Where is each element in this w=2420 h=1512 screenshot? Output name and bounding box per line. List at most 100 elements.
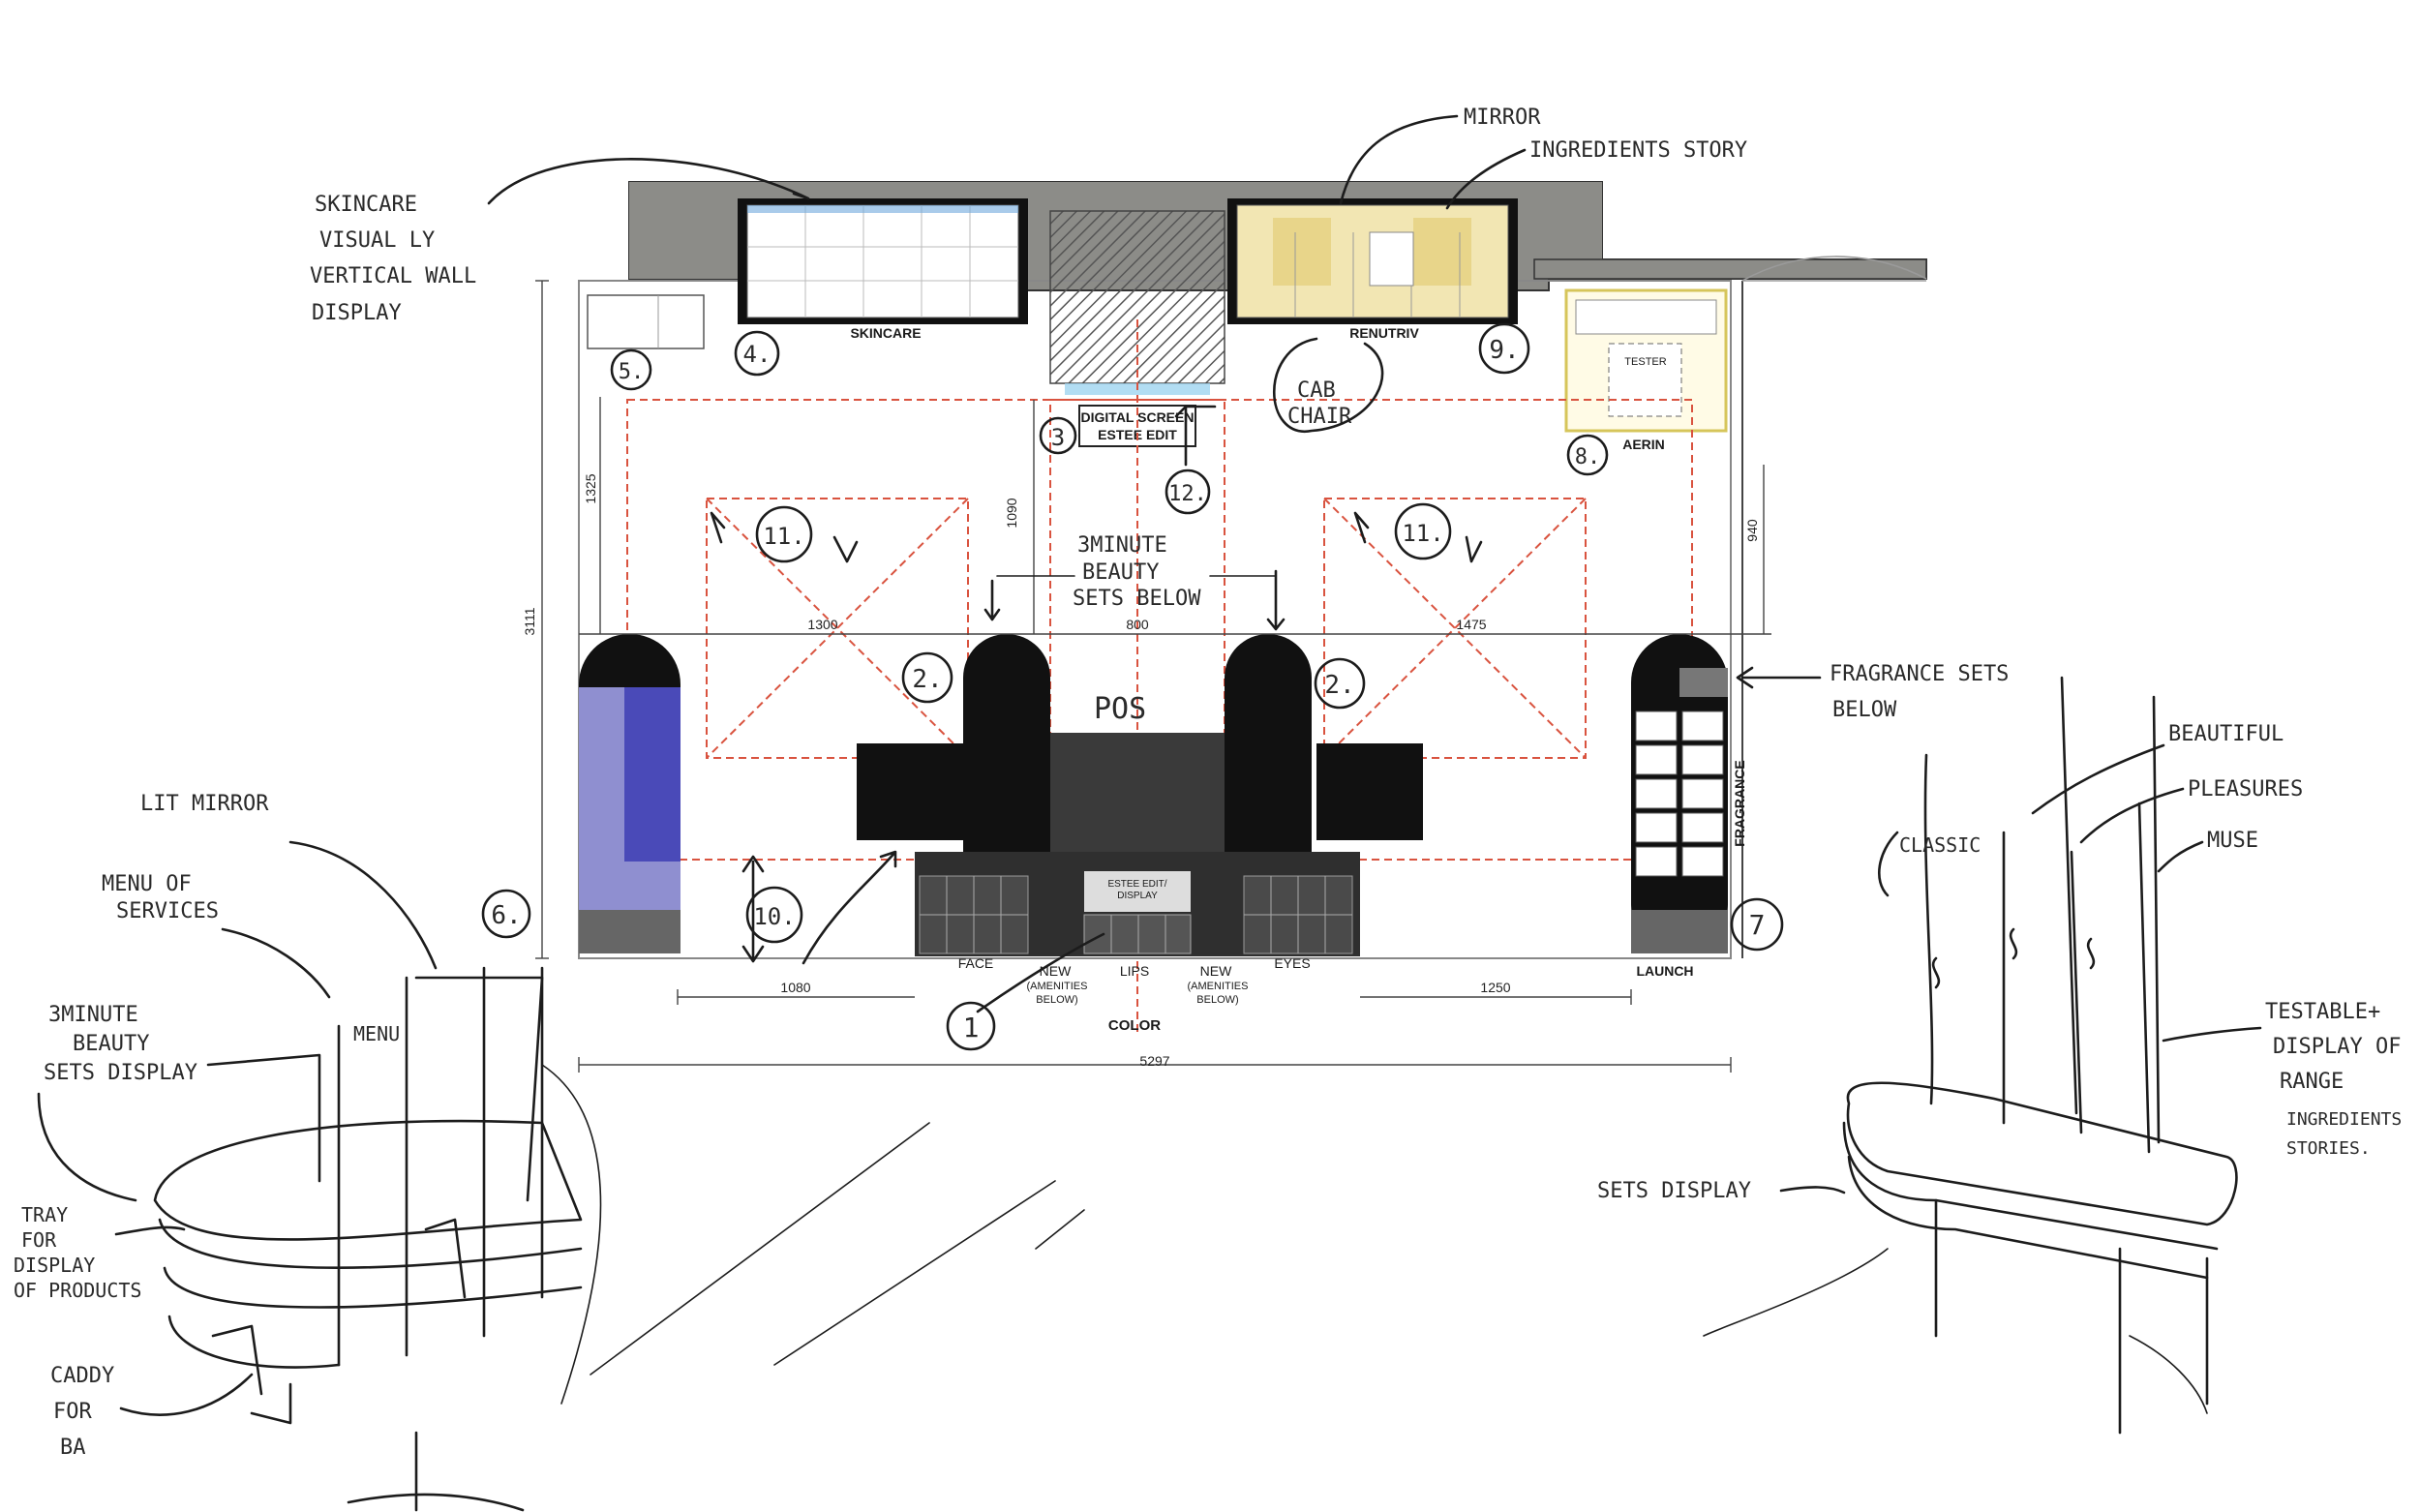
side-unit-left <box>857 743 963 840</box>
note-three-minute-line3: SETS BELOW <box>1073 587 1201 611</box>
callout-11-right: 11. <box>1402 520 1443 547</box>
zone-label-face: FACE <box>958 955 994 971</box>
callout-4: 4. <box>743 341 771 368</box>
callout-7: 7 <box>1749 909 1766 941</box>
callout-9: 9. <box>1489 336 1519 365</box>
note-caddy-for: FOR <box>53 1400 92 1424</box>
dim-1300: 1300 <box>807 617 837 632</box>
amenities-left-2: BELOW) <box>1036 994 1077 1006</box>
note-tray-of-products: OF PRODUCTS <box>14 1279 141 1302</box>
note-three-minute-line1: 3MINUTE <box>1077 533 1167 558</box>
note-beautiful: BEAUTIFUL <box>2168 722 2284 746</box>
dim-1250: 1250 <box>1480 980 1510 995</box>
note-fragrance-sets: FRAGRANCE SETS BELOW <box>1830 662 2009 722</box>
note-caddy: CADDY <box>50 1364 114 1388</box>
dim-800: 800 <box>1126 617 1149 632</box>
sketch-right-unit <box>1703 676 2238 1435</box>
digital-screen-label: DIGITAL SCREEN <box>1081 409 1195 425</box>
note-fragrance-sets-line2: BELOW <box>1832 698 1897 722</box>
display-label: DISPLAY <box>1117 891 1158 901</box>
note-tray-display: DISPLAY <box>14 1254 95 1277</box>
fragrance-column <box>1631 634 1728 953</box>
note-display-of: DISPLAY OF <box>2273 1035 2401 1059</box>
callout-10: 10. <box>753 903 795 930</box>
zone-label-color: COLOR <box>1108 1017 1161 1034</box>
note-3min-display-line2: BEAUTY <box>73 1032 149 1056</box>
callout-6: 6. <box>491 901 521 930</box>
note-skincare-line4: DISPLAY <box>312 301 402 325</box>
note-pos: POS <box>1094 692 1146 726</box>
tester-label: TESTER <box>1624 356 1666 368</box>
callout-5: 5. <box>619 360 645 384</box>
note-3min-display-line1: 3MINUTE <box>48 1003 138 1027</box>
zone-label-skincare: SKINCARE <box>850 325 921 341</box>
sketch-right-notes: CLASSIC BEAUTIFUL PLEASURES MUSE SETS DI… <box>1597 722 2402 1203</box>
dim-940: 940 <box>1744 519 1760 542</box>
zone-label-lips: LIPS <box>1120 963 1149 979</box>
door-swing-arc <box>1741 256 1927 282</box>
zone-label-fragrance: FRAGRANCE <box>1732 760 1747 846</box>
note-services: SERVICES <box>116 899 219 923</box>
dim-1090: 1090 <box>1004 498 1019 528</box>
note-sets-display: SETS DISPLAY <box>1597 1179 1751 1203</box>
amenities-right-2: BELOW) <box>1196 994 1238 1006</box>
sketch-left-unit <box>153 966 1085 1512</box>
aerin-tester-unit <box>1564 288 1728 433</box>
callout-2-left: 2. <box>912 665 942 694</box>
note-tray-for: FOR <box>21 1228 57 1252</box>
note-three-minute-line2: BEAUTY <box>1082 560 1159 585</box>
dim-5297: 5297 <box>1139 1053 1169 1069</box>
note-ingredients-story: INGREDIENTS STORY <box>1529 138 1747 163</box>
note-cab: CAB <box>1297 378 1336 403</box>
note-muse: MUSE <box>2207 829 2258 853</box>
dimension-lines <box>535 280 1771 1073</box>
note-skincare-line3: VERTICAL WALL <box>310 264 476 288</box>
skincare-wall-unit <box>738 198 1028 324</box>
zone-bay-right <box>1323 498 1587 759</box>
zone-label-new-left: NEW <box>1040 963 1072 979</box>
note-pleasures: PLEASURES <box>2188 777 2303 801</box>
note-cab-chair: CAB CHAIR <box>1273 337 1384 433</box>
callout-1: 1 <box>963 1012 980 1043</box>
renutriv-wall-unit <box>1227 198 1518 324</box>
zone-bay-left <box>706 498 969 759</box>
note-range: RANGE <box>2280 1070 2344 1094</box>
note-ingredients: INGREDIENTS <box>2286 1109 2402 1130</box>
column-cabinet-left <box>963 634 1050 852</box>
note-fragrance-sets-line1: FRAGRANCE SETS <box>1830 662 2009 686</box>
note-skincare-line2: VISUAL LY <box>319 228 435 253</box>
note-menu-sign: MENU <box>353 1022 400 1045</box>
dim-1325: 1325 <box>583 473 598 503</box>
note-mirror-text: MIRROR <box>1464 106 1541 130</box>
estee-edit-display-label: ESTEE EDIT/ <box>1107 879 1166 890</box>
zone-label-eyes: EYES <box>1274 955 1310 971</box>
note-skincare-line1: SKINCARE <box>315 193 417 217</box>
dim-3111: 3111 <box>522 607 537 635</box>
note-3min-display-line3: SETS DISPLAY <box>44 1061 197 1085</box>
display-unit-5 <box>587 294 705 349</box>
side-unit-right <box>1316 743 1423 840</box>
pos-counter <box>1050 733 1225 852</box>
callout-3: 3 <box>1051 424 1065 451</box>
note-lit-mirror: LIT MIRROR <box>140 792 269 816</box>
note-mirror: MIRROR INGREDIENTS STORY <box>1339 106 1747 210</box>
callout-2-right: 2. <box>1324 671 1354 700</box>
amenities-right-1: (AMENITIES <box>1188 981 1249 992</box>
note-caddy-ba: BA <box>60 1436 86 1460</box>
zone-label-aerin: AERIN <box>1622 437 1665 452</box>
note-three-minute: 3MINUTE BEAUTY SETS BELOW <box>1073 533 1201 611</box>
callout-11-left: 11. <box>763 523 804 550</box>
sketch-left-notes: LIT MIRROR MENU OF SERVICES MENU 3MINUTE… <box>14 792 438 1460</box>
note-menu-of: MENU OF <box>102 872 192 896</box>
note-tray: TRAY <box>21 1203 68 1226</box>
note-testable: TESTABLE+ <box>2265 1000 2380 1024</box>
note-stories: STORIES. <box>2286 1138 2371 1159</box>
callout-8: 8. <box>1575 445 1601 469</box>
dim-1475: 1475 <box>1456 617 1486 632</box>
note-chair: CHAIR <box>1287 405 1352 429</box>
column-cabinet-right <box>1225 634 1312 852</box>
note-skincare: SKINCARE VISUAL LY VERTICAL WALL DISPLAY <box>310 158 810 325</box>
dim-1080: 1080 <box>780 980 810 995</box>
color-display-counter <box>915 852 1360 956</box>
